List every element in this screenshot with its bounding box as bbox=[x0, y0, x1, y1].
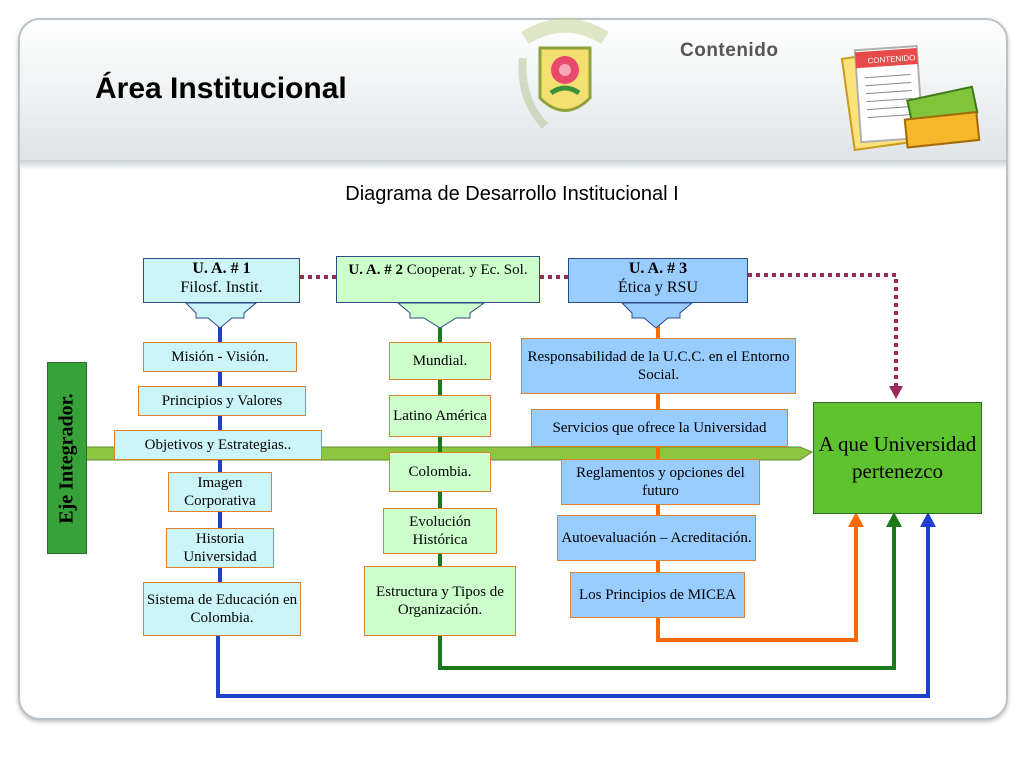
dotted-connectors bbox=[300, 273, 898, 388]
col2-item: Colombia. bbox=[389, 452, 491, 492]
dotted-arrowhead bbox=[889, 386, 903, 399]
books-icon: CONTENIDO bbox=[840, 44, 981, 152]
col2-item: Latino América bbox=[389, 395, 491, 437]
ua2-code: U. A. # 2 bbox=[348, 262, 403, 278]
col2-item: Mundial. bbox=[389, 342, 491, 380]
page-title: Área Institucional bbox=[95, 72, 347, 105]
book-cover-label: CONTENIDO bbox=[867, 53, 916, 65]
eje-text: Eje Integrador. bbox=[55, 392, 78, 524]
col1-item: Sistema de Educación en Colombia. bbox=[143, 582, 301, 636]
col3-item: Reglamentos y opciones del futuro bbox=[561, 459, 760, 505]
blue-return-line bbox=[216, 525, 930, 698]
col3-item: Los Principios de MICEA bbox=[570, 572, 745, 618]
integration-axis-label: Eje Integrador. bbox=[47, 362, 87, 554]
col1-item: Objetivos y Estrategias.. bbox=[114, 430, 322, 460]
ua3-name: Ética y RSU bbox=[618, 279, 698, 296]
col3-item: Autoevaluación – Acreditación. bbox=[557, 515, 756, 561]
ua3-code: U. A. # 3 bbox=[628, 260, 688, 277]
col1-item: Imagen Corporativa bbox=[168, 472, 272, 512]
ua1-name: Filosf. Instit. bbox=[180, 279, 263, 296]
ua2-callout-arrow bbox=[396, 302, 486, 329]
ua3-callout-arrow bbox=[620, 302, 694, 329]
col1-item: Misión - Visión. bbox=[143, 342, 297, 372]
col2-item: Estructura y Tipos de Organización. bbox=[364, 566, 516, 636]
header-stripe bbox=[20, 160, 1006, 170]
ua2-name: Cooperat. y Ec. Sol. bbox=[406, 262, 528, 278]
green-return-line bbox=[438, 525, 896, 670]
green-arrowhead bbox=[886, 512, 902, 527]
section-label: Contenido bbox=[680, 40, 779, 61]
col3-item: Servicios que ofrece la Universidad bbox=[531, 409, 788, 447]
diagram-title: Diagrama de Desarrollo Institucional I bbox=[345, 183, 679, 205]
ua1-callout-arrow bbox=[184, 302, 258, 329]
col1-item: Principios y Valores bbox=[138, 386, 306, 416]
ua2-box: U. A. # 2 Cooperat. y Ec. Sol. bbox=[336, 256, 540, 303]
col3-item: Responsabilidad de la U.C.C. en el Entor… bbox=[521, 338, 796, 394]
col1-item: Historia Universidad bbox=[166, 528, 274, 568]
university-logo-icon bbox=[518, 18, 609, 129]
slide-header bbox=[20, 20, 1006, 163]
blue-arrowhead bbox=[920, 512, 936, 527]
orange-arrowhead bbox=[848, 512, 864, 527]
orange-return-line bbox=[656, 525, 858, 642]
ua1-code: U. A. # 1 bbox=[192, 260, 251, 277]
ua1-box: U. A. # 1 Filosf. Instit. bbox=[143, 258, 300, 303]
ua3-box: U. A. # 3 Ética y RSU bbox=[568, 258, 748, 303]
target-box: A que Universidad pertenezco bbox=[813, 402, 982, 514]
col2-item: Evolución Histórica bbox=[383, 508, 497, 554]
